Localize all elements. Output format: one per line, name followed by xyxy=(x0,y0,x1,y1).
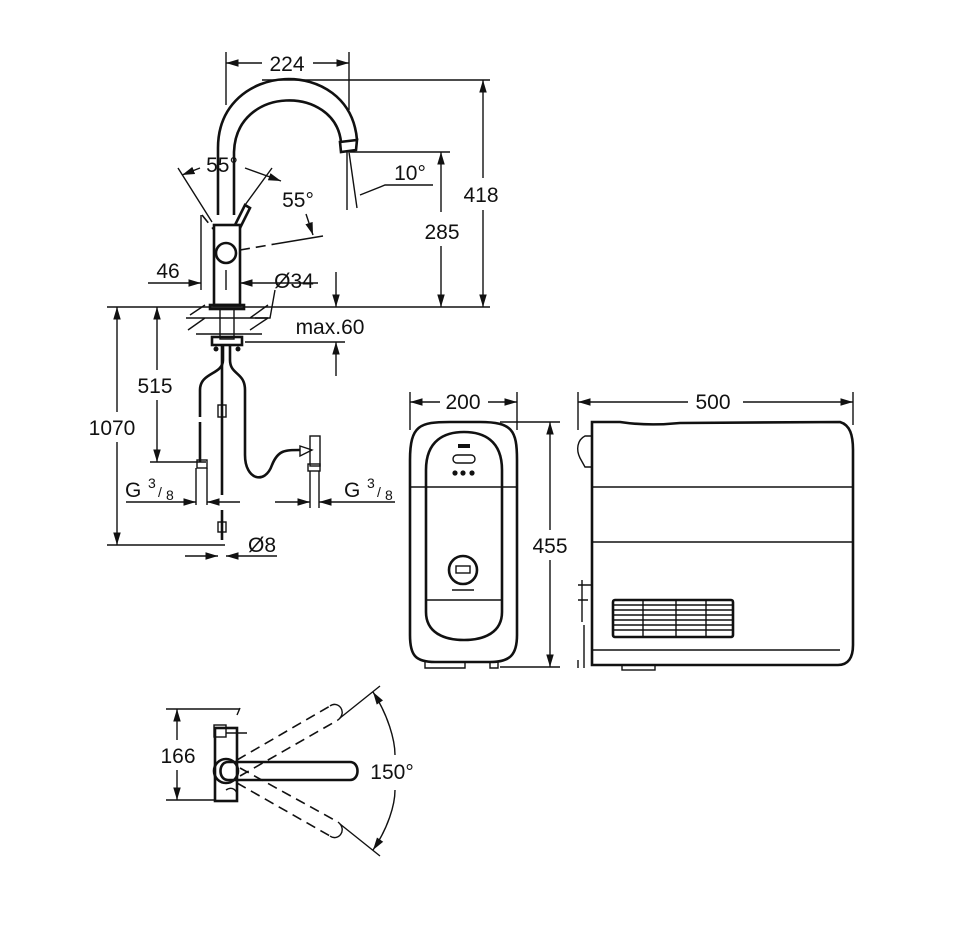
lever xyxy=(233,203,252,229)
dim-10deg: 10° xyxy=(394,162,426,185)
dim-max-60: max.60 xyxy=(296,316,365,339)
thread-label-right: G 3 / 8 xyxy=(344,475,393,503)
boiler-side-view: 500 xyxy=(577,391,855,671)
spout-top xyxy=(219,760,359,782)
dim-55deg-side: 55° xyxy=(282,189,314,212)
dim-46: 46 xyxy=(156,260,179,283)
dim-200: 200 xyxy=(445,391,480,414)
dim-224: 224 xyxy=(269,53,304,76)
dim-418: 418 xyxy=(463,184,498,207)
thread-label-left: G 3 / 8 xyxy=(125,475,174,503)
dim-500: 500 xyxy=(695,391,730,414)
svg-text:G: G xyxy=(344,479,360,502)
top-body xyxy=(213,726,239,803)
spout-tip xyxy=(338,138,359,154)
lever-alt-side xyxy=(239,243,276,251)
svg-text:/: / xyxy=(377,484,381,500)
dim-1070: 1070 xyxy=(89,417,136,440)
dim-diameter-8: Ø8 xyxy=(248,534,276,557)
dim-166: 166 xyxy=(160,745,195,768)
dim-515: 515 xyxy=(137,375,172,398)
lever-knob xyxy=(214,241,238,265)
hose-right xyxy=(228,345,301,479)
dim-455: 455 xyxy=(532,535,567,558)
faucet-top-view: 166 150° xyxy=(160,685,414,857)
vent-grille xyxy=(611,598,735,639)
svg-text:8: 8 xyxy=(166,487,174,503)
dim-55deg-top: 55° xyxy=(206,154,238,177)
faucet-dimensions: 224 418 285 10° 55° 55° 46 Ø34 max.60 51… xyxy=(89,52,499,560)
faucet-side-view xyxy=(186,77,359,540)
svg-text:3: 3 xyxy=(367,475,375,491)
svg-text:/: / xyxy=(158,484,162,500)
dim-diameter-34: Ø34 xyxy=(274,270,314,293)
faucet-body xyxy=(212,223,242,307)
lever-alt-left xyxy=(201,214,215,231)
hose-left xyxy=(198,345,225,417)
svg-text:3: 3 xyxy=(148,475,156,491)
dim-285: 285 xyxy=(424,221,459,244)
svg-text:G: G xyxy=(125,479,141,502)
boiler-front-view: 200 455 xyxy=(408,391,568,669)
display-icon xyxy=(447,554,479,586)
spout-inner xyxy=(232,99,343,215)
dim-150deg: 150° xyxy=(370,761,413,784)
svg-text:8: 8 xyxy=(385,487,393,503)
